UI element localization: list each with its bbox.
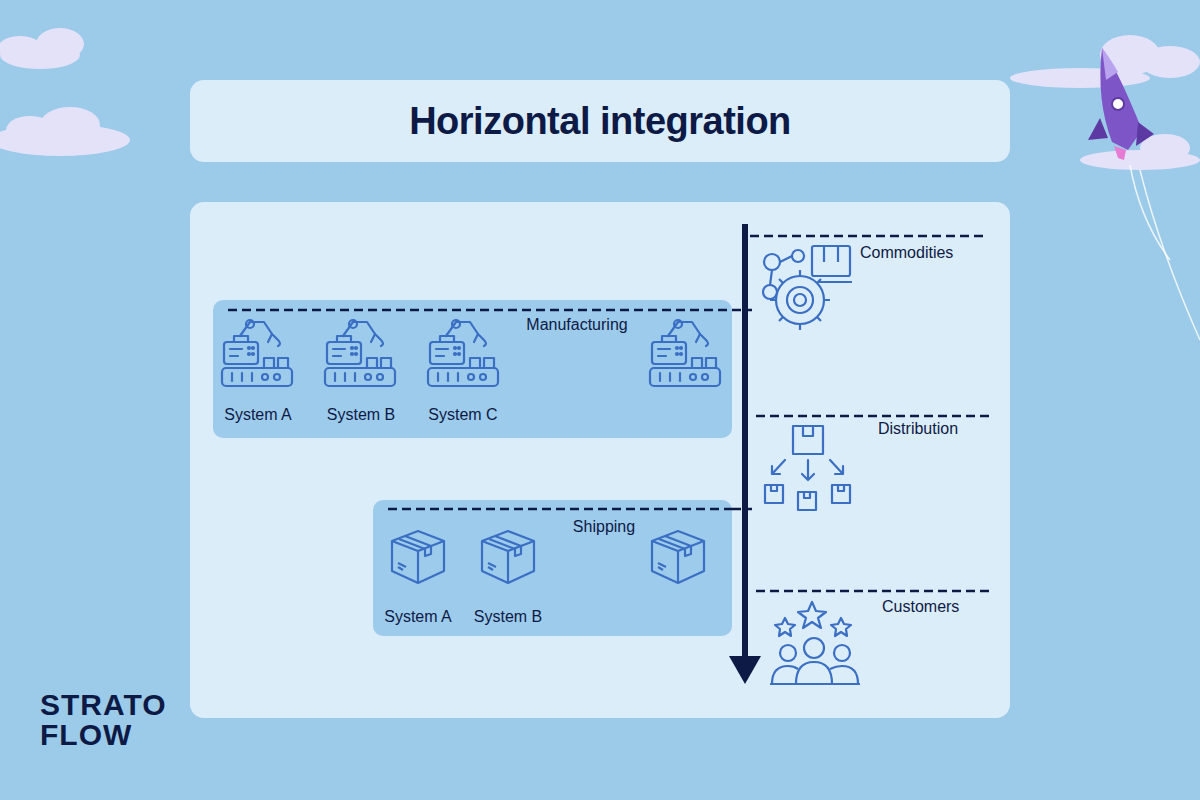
system-item: System A xyxy=(222,404,294,426)
system-item: System A xyxy=(382,606,454,628)
stage-band: ManufacturingSystem A System B System C xyxy=(213,300,732,438)
stage-label: Customers xyxy=(882,598,959,616)
stage-label: Commodities xyxy=(860,244,953,262)
system-item: System C xyxy=(426,404,499,426)
system-label: System B xyxy=(474,608,542,626)
system-label: System A xyxy=(224,406,292,424)
band-heading: Shipping xyxy=(569,518,639,536)
logo-text: STRATO xyxy=(40,690,167,720)
system-item: System B xyxy=(325,404,397,426)
stage-label: Distribution xyxy=(878,420,958,438)
system-label: System A xyxy=(384,608,452,626)
system-item: System B xyxy=(472,606,544,628)
title-box: Horizontal integration xyxy=(190,80,1010,162)
main-panel xyxy=(190,202,1010,718)
system-label: System B xyxy=(327,406,395,424)
system-label: System C xyxy=(428,406,497,424)
stage-band: ShippingSystem A System B xyxy=(373,500,732,636)
diagram-title: Horizontal integration xyxy=(190,80,1010,162)
logo-text: FLOW xyxy=(40,720,132,750)
band-heading: Manufacturing xyxy=(522,316,631,334)
